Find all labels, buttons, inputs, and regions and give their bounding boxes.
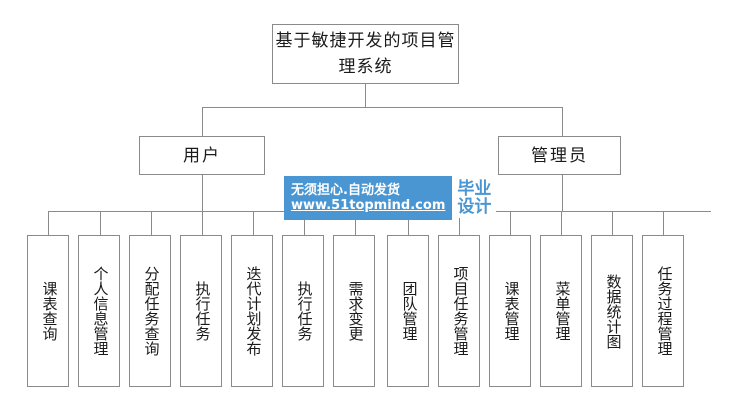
connector-leaf-riser-10 (510, 211, 511, 235)
node-leaf-ketibiao-chaxun[interactable]: 课表查询 (27, 235, 69, 387)
connector-root-drop (365, 84, 366, 108)
node-leaf-label: 团队管理 (400, 281, 417, 341)
node-leaf-ketibiao-guanli[interactable]: 课表管理 (489, 235, 531, 387)
connector-leaf-riser-1 (48, 211, 49, 235)
node-user-label: 用户 (183, 145, 221, 165)
connector-leaf-riser-9 (459, 211, 460, 235)
node-leaf-tuandui-guanli[interactable]: 团队管理 (387, 235, 429, 387)
node-admin[interactable]: 管理员 (498, 136, 621, 175)
node-leaf-diedai-jihua-fabu[interactable]: 迭代计划发布 (231, 235, 273, 387)
connector-user-riser (202, 107, 203, 137)
connector-user-drop (202, 175, 203, 212)
watermark-text-block: 无须担心.自动发货 www.51topmind.com (284, 176, 453, 220)
watermark-tagline: 无须担心.自动发货 (291, 182, 400, 198)
node-leaf-shuju-tongjitu[interactable]: 数据统计图 (591, 235, 633, 387)
node-user[interactable]: 用户 (139, 136, 265, 175)
connector-admin-riser (562, 107, 563, 137)
connector-leaf-riser-5 (253, 211, 254, 235)
node-root-label: 基于敏捷开发的项目管理系统 (275, 31, 456, 76)
connector-admin-drop (562, 175, 563, 212)
node-leaf-label: 执行任务 (193, 281, 210, 341)
node-leaf-label: 数据统计图 (604, 273, 621, 349)
node-leaf-xiangmu-renwu-guanli[interactable]: 项目任务管理 (438, 235, 480, 387)
node-leaf-zhixing-renwu-1[interactable]: 执行任务 (180, 235, 222, 387)
node-leaf-label: 迭代计划发布 (244, 266, 261, 356)
node-root[interactable]: 基于敏捷开发的项目管理系统 (272, 24, 459, 84)
node-leaf-label: 菜单管理 (553, 281, 570, 341)
node-leaf-fenpei-renwu-chaxun[interactable]: 分配任务查询 (129, 235, 171, 387)
node-admin-label: 管理员 (531, 145, 588, 165)
node-leaf-renwu-guocheng-guanli[interactable]: 任务过程管理 (642, 235, 684, 387)
watermark-badge: 毕业 设计 (452, 178, 497, 218)
node-leaf-label: 任务过程管理 (655, 266, 672, 356)
node-leaf-label: 执行任务 (295, 281, 312, 341)
connector-leaf-riser-3 (151, 211, 152, 235)
node-leaf-label: 分配任务查询 (142, 266, 159, 356)
watermark-url[interactable]: www.51topmind.com (291, 197, 446, 213)
connector-leaf-riser-8 (408, 211, 409, 235)
connector-leaf-riser-11 (561, 211, 562, 235)
node-leaf-caidan-guanli[interactable]: 菜单管理 (540, 235, 582, 387)
node-leaf-label: 项目任务管理 (451, 266, 468, 356)
watermark-badge-line1: 毕业 (457, 179, 492, 199)
connector-leaf-riser-7 (355, 211, 356, 235)
watermark-banner: 无须担心.自动发货 www.51topmind.com 毕业 设计 (284, 176, 498, 220)
node-leaf-geren-xinxi-guanli[interactable]: 个人信息管理 (78, 235, 120, 387)
node-leaf-label: 课表管理 (502, 281, 519, 341)
connector-level2-bus (202, 107, 563, 108)
connector-leaf-riser-12 (612, 211, 613, 235)
connector-leaf-riser-6 (304, 211, 305, 235)
connector-leaf-riser-2 (100, 211, 101, 235)
node-leaf-zhixing-renwu-2[interactable]: 执行任务 (282, 235, 324, 387)
node-leaf-label: 需求变更 (346, 281, 363, 341)
connector-leaf-bus-admin (408, 211, 711, 212)
node-leaf-label: 个人信息管理 (91, 266, 108, 356)
connector-leaf-bus-user (48, 211, 406, 212)
node-leaf-label: 课表查询 (40, 281, 57, 341)
watermark-badge-line2: 设计 (457, 197, 492, 217)
node-leaf-xuqiu-biangeng[interactable]: 需求变更 (333, 235, 375, 387)
connector-leaf-riser-13 (663, 211, 664, 235)
connector-leaf-riser-4 (202, 211, 203, 235)
